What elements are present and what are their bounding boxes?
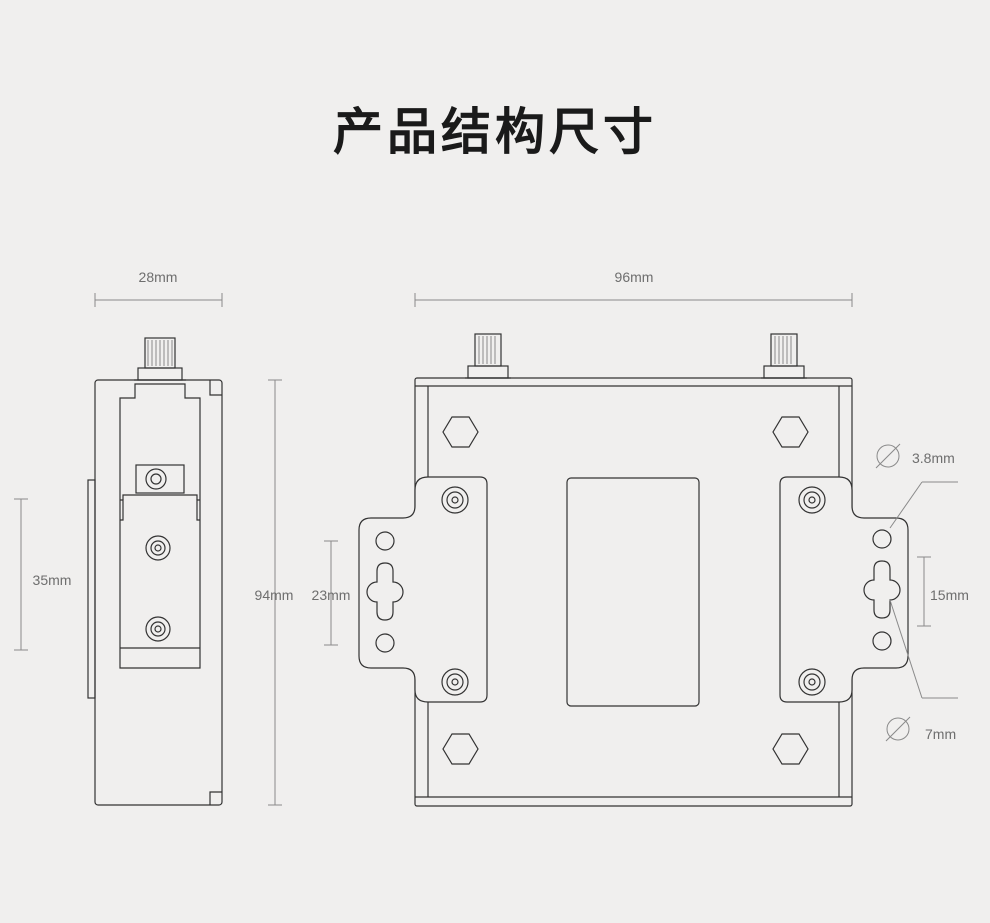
- page-title: 产品结构尺寸: [333, 103, 657, 161]
- right-mounting-ear: [779, 476, 909, 703]
- hole-diameter-label: 3.8mm: [912, 450, 955, 466]
- side-view: 28mm: [14, 269, 294, 806]
- side-width-dimension: 28mm: [94, 269, 223, 307]
- side-bracket-height-label: 35mm: [33, 572, 72, 588]
- slot-diameter-label: 7mm: [925, 726, 956, 742]
- ear-slot-spacing-label: 23mm: [312, 587, 351, 603]
- slot-length-label: 15mm: [930, 587, 969, 603]
- front-width-label: 96mm: [615, 269, 654, 285]
- front-width-dimension: 96mm: [414, 269, 853, 307]
- front-view: 96mm: [312, 269, 969, 807]
- side-antenna-connector: [134, 337, 186, 381]
- side-bracket-height-dimension: 35mm: [14, 498, 72, 651]
- slot-length-dimension: 15mm: [917, 556, 969, 627]
- ear-slot-spacing-dimension: 23mm: [312, 540, 351, 646]
- side-body: [87, 379, 223, 806]
- hole-diameter-callout: 3.8mm: [875, 443, 958, 529]
- height-label: 94mm: [255, 587, 294, 603]
- front-antenna-right: [761, 333, 807, 379]
- front-antenna-left: [465, 333, 511, 379]
- side-width-label: 28mm: [139, 269, 178, 285]
- height-dimension: 94mm: [255, 379, 294, 806]
- slot-diameter-callout: 7mm: [885, 599, 958, 742]
- left-mounting-ear: [358, 476, 488, 703]
